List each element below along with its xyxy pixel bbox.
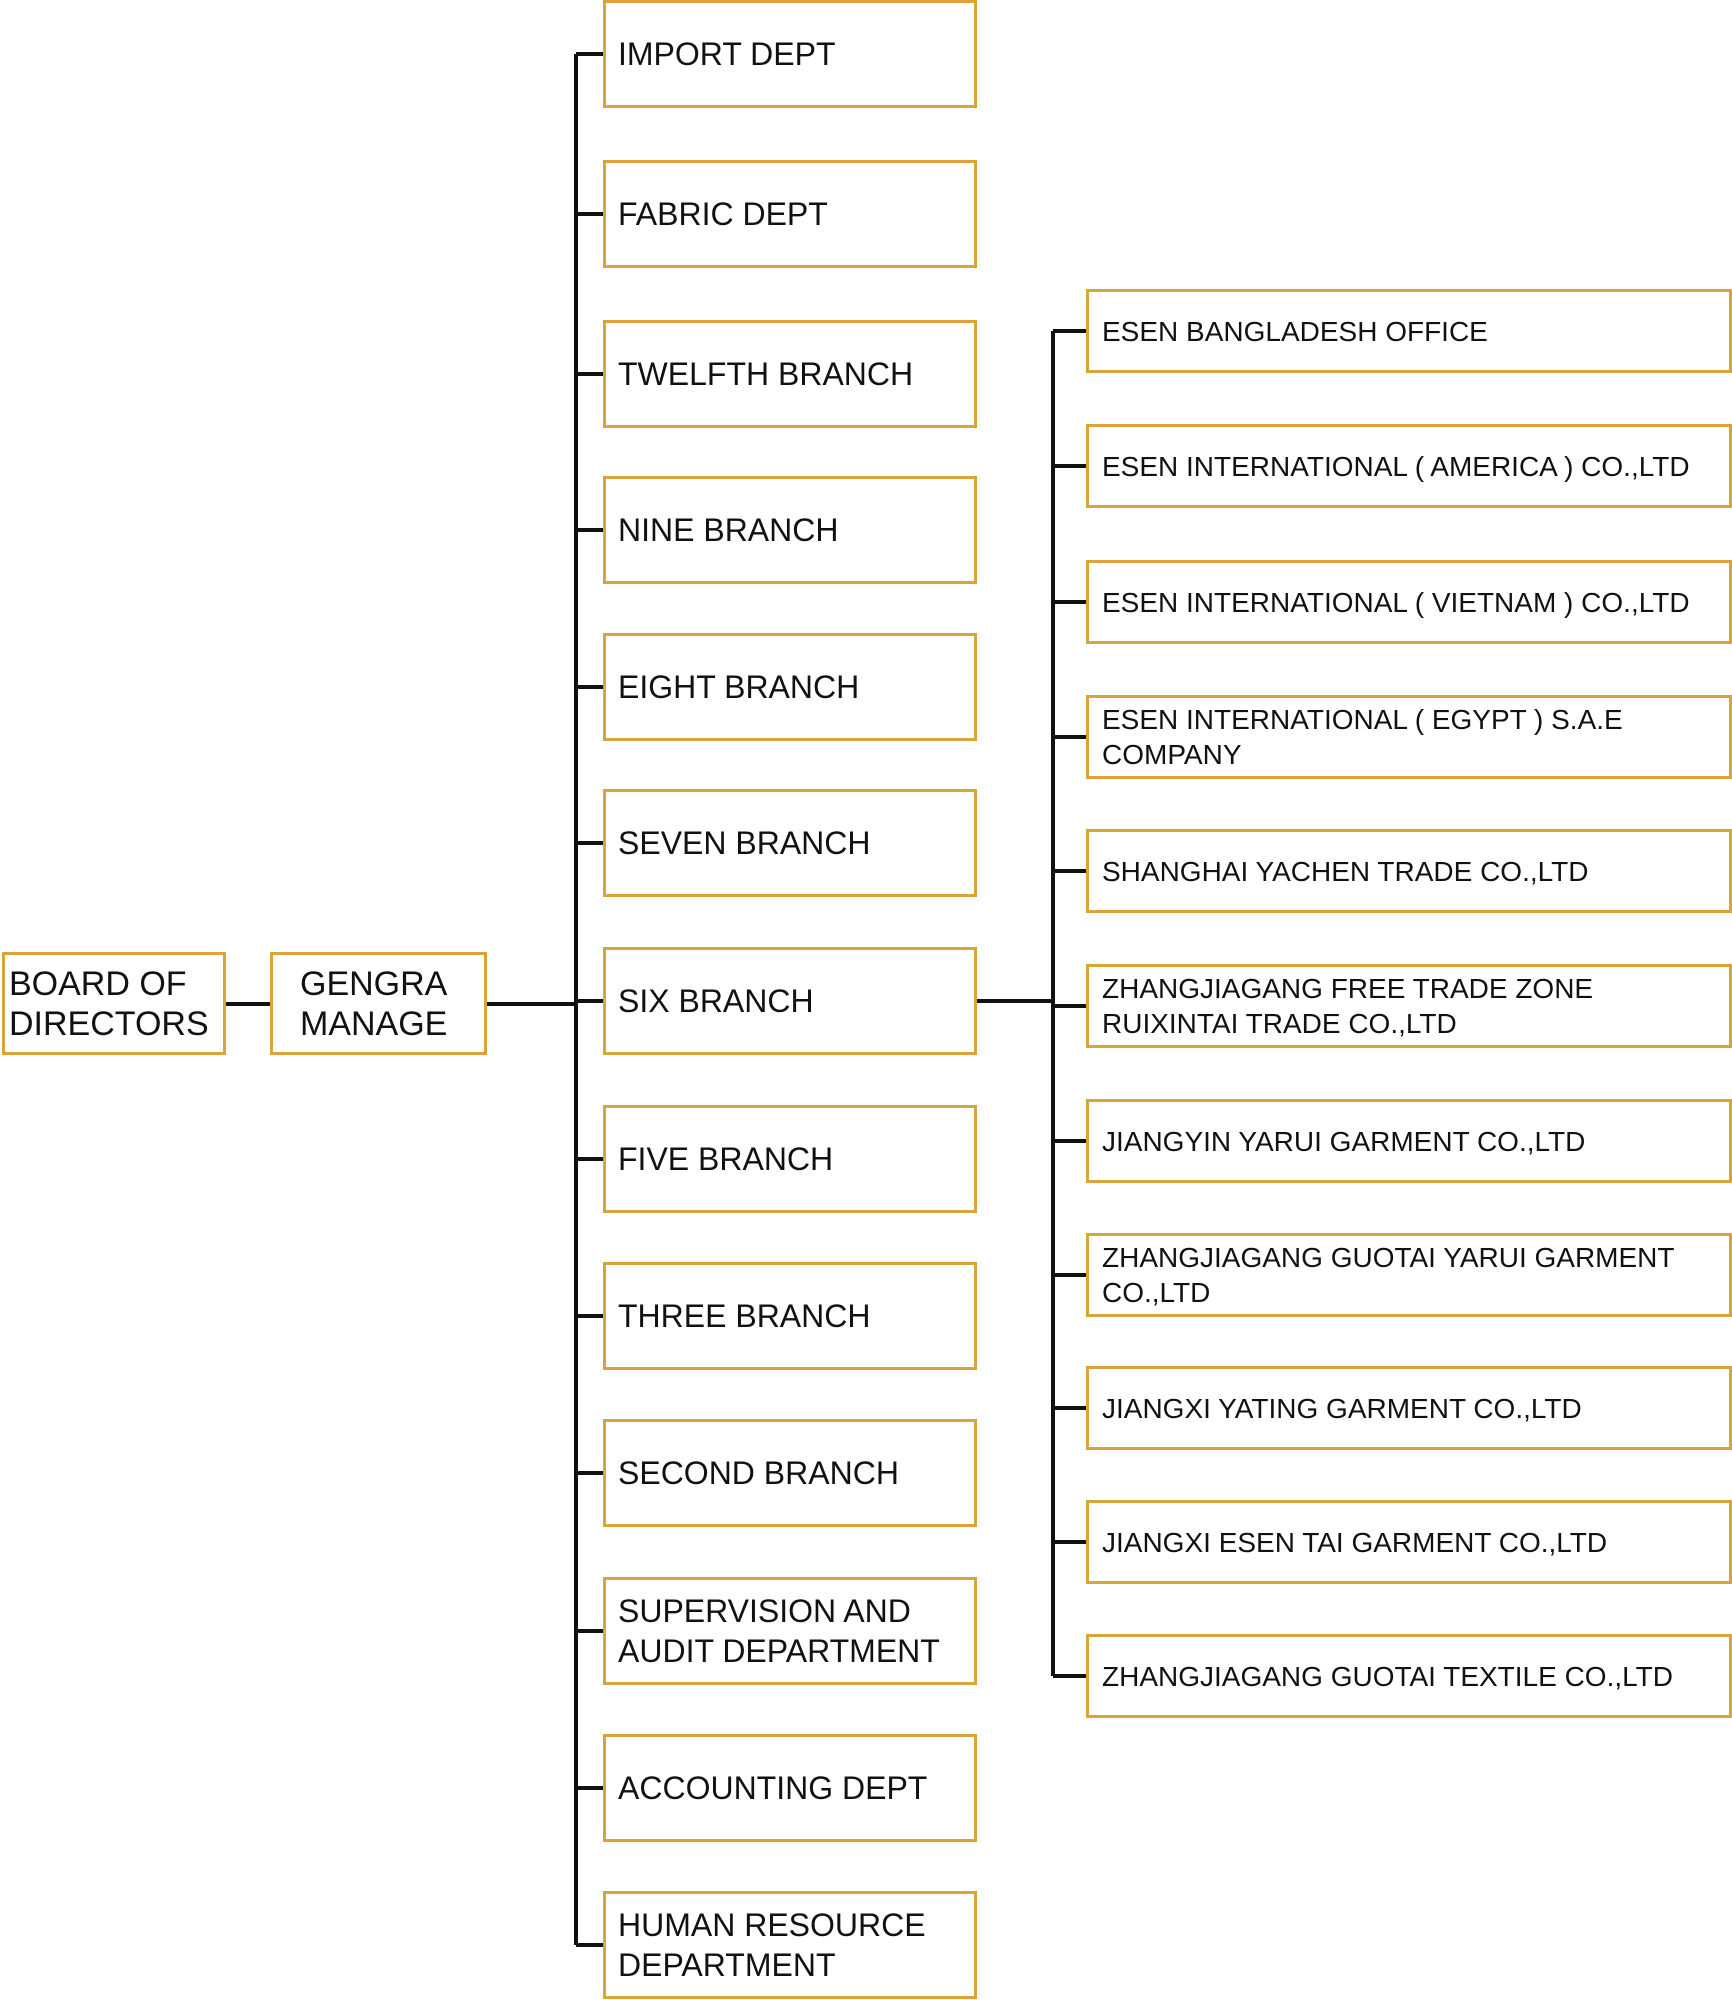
subsidiary-label: JIANGYIN YARUI GARMENT CO.,LTD	[1102, 1125, 1586, 1157]
department-box-supervision-and-audit-department: SUPERVISION AND AUDIT DEPARTMENT	[603, 1577, 977, 1685]
department-label: SECOND BRANCH	[618, 1455, 899, 1491]
department-box-human-resource-department: HUMAN RESOURCE DEPARTMENT	[603, 1891, 977, 1999]
department-box-five-branch: FIVE BRANCH	[603, 1105, 977, 1213]
subsidiary-label: ESEN INTERNATIONAL ( VIETNAM ) CO.,LTD	[1102, 586, 1690, 618]
department-box-eight-branch: EIGHT BRANCH	[603, 633, 977, 741]
department-box-seven-branch: SEVEN BRANCH	[603, 789, 977, 897]
subsidiary-box-esen-international-egypt-s-a-e-company: ESEN INTERNATIONAL ( EGYPT ) S.A.E COMPA…	[1086, 695, 1732, 779]
department-label: IMPORT DEPT	[618, 36, 836, 72]
subsidiary-label: ESEN BANGLADESH OFFICE	[1102, 315, 1488, 347]
subsidiary-box-esen-bangladesh-office: ESEN BANGLADESH OFFICE	[1086, 289, 1732, 373]
general-manager-box: GENGRA MANAGE	[270, 952, 487, 1055]
subsidiary-label: SHANGHAI YACHEN TRADE CO.,LTD	[1102, 855, 1589, 887]
department-label: NINE BRANCH	[618, 512, 839, 548]
subsidiary-box-zhangjiagang-free-trade-zone-ruixintai-trade-co-ltd: ZHANGJIAGANG FREE TRADE ZONE RUIXINTAI T…	[1086, 964, 1732, 1048]
subsidiary-label: ZHANGJIAGANG GUOTAI YARUI GARMENT CO.,LT…	[1102, 1242, 1675, 1308]
department-label: ACCOUNTING DEPT	[618, 1770, 928, 1806]
department-label: TWELFTH BRANCH	[618, 356, 914, 392]
department-box-three-branch: THREE BRANCH	[603, 1262, 977, 1370]
department-label: FABRIC DEPT	[618, 196, 828, 232]
board-of-directors-label: BOARD OF DIRECTORS	[9, 964, 209, 1043]
subsidiary-box-jiangyin-yarui-garment-co-ltd: JIANGYIN YARUI GARMENT CO.,LTD	[1086, 1099, 1732, 1183]
department-label: SIX BRANCH	[618, 983, 814, 1019]
department-label: SEVEN BRANCH	[618, 825, 871, 861]
subsidiary-label: JIANGXI ESEN TAI GARMENT CO.,LTD	[1102, 1526, 1608, 1558]
board-of-directors-box: BOARD OF DIRECTORS	[2, 952, 226, 1055]
subsidiary-box-jiangxi-esen-tai-garment-co-ltd: JIANGXI ESEN TAI GARMENT CO.,LTD	[1086, 1500, 1732, 1584]
department-label: FIVE BRANCH	[618, 1141, 834, 1177]
department-label: THREE BRANCH	[618, 1298, 871, 1334]
department-label: EIGHT BRANCH	[618, 669, 860, 705]
department-box-import-dept: IMPORT DEPT	[603, 0, 977, 108]
department-box-six-branch: SIX BRANCH	[603, 947, 977, 1055]
subsidiary-box-zhangjiagang-guotai-yarui-garment-co-ltd: ZHANGJIAGANG GUOTAI YARUI GARMENT CO.,LT…	[1086, 1233, 1732, 1317]
subsidiary-label: ESEN INTERNATIONAL ( AMERICA ) CO.,LTD	[1102, 450, 1690, 482]
department-box-second-branch: SECOND BRANCH	[603, 1419, 977, 1527]
subsidiary-box-shanghai-yachen-trade-co-ltd: SHANGHAI YACHEN TRADE CO.,LTD	[1086, 829, 1732, 913]
department-label: SUPERVISION AND AUDIT DEPARTMENT	[618, 1593, 940, 1669]
subsidiary-box-esen-international-america-co-ltd: ESEN INTERNATIONAL ( AMERICA ) CO.,LTD	[1086, 424, 1732, 508]
general-manager-label: GENGRA MANAGE	[300, 964, 448, 1043]
department-box-accounting-dept: ACCOUNTING DEPT	[603, 1734, 977, 1842]
subsidiary-box-esen-international-vietnam-co-ltd: ESEN INTERNATIONAL ( VIETNAM ) CO.,LTD	[1086, 560, 1732, 644]
subsidiary-label: JIANGXI YATING GARMENT CO.,LTD	[1102, 1392, 1582, 1424]
department-box-fabric-dept: FABRIC DEPT	[603, 160, 977, 268]
department-box-twelfth-branch: TWELFTH BRANCH	[603, 320, 977, 428]
department-box-nine-branch: NINE BRANCH	[603, 476, 977, 584]
subsidiary-label: ZHANGJIAGANG GUOTAI TEXTILE CO.,LTD	[1102, 1660, 1673, 1692]
subsidiary-box-zhangjiagang-guotai-textile-co-ltd: ZHANGJIAGANG GUOTAI TEXTILE CO.,LTD	[1086, 1634, 1732, 1718]
department-label: HUMAN RESOURCE DEPARTMENT	[618, 1907, 926, 1983]
subsidiary-label: ZHANGJIAGANG FREE TRADE ZONE RUIXINTAI T…	[1102, 973, 1594, 1039]
subsidiary-label: ESEN INTERNATIONAL ( EGYPT ) S.A.E COMPA…	[1102, 704, 1623, 770]
subsidiary-box-jiangxi-yating-garment-co-ltd: JIANGXI YATING GARMENT CO.,LTD	[1086, 1366, 1732, 1450]
